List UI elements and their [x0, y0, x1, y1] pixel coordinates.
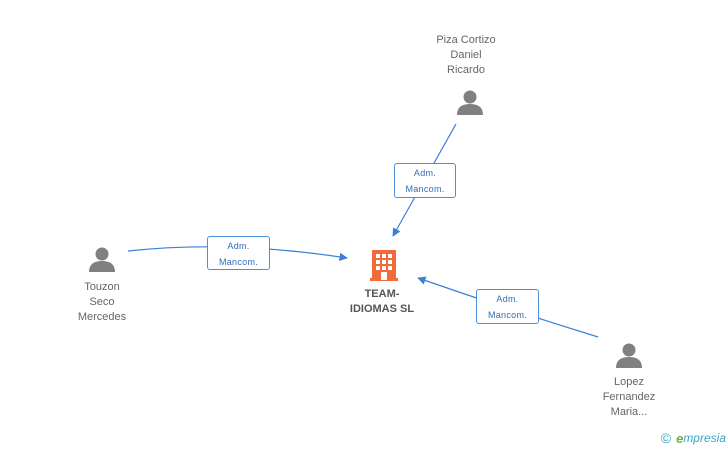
- person-icon[interactable]: [89, 247, 115, 273]
- copyright-icon: ©: [660, 430, 672, 446]
- role-badge-piza: Adm. Mancom.: [394, 163, 456, 198]
- company-name-line: TEAM-: [364, 288, 400, 300]
- person-name-line: Maria...: [610, 406, 648, 418]
- person-label-piza[interactable]: Piza Cortizo Daniel Ricardo: [406, 33, 526, 78]
- brand-logo-text: mpresia: [683, 431, 726, 445]
- person-icon[interactable]: [616, 343, 642, 369]
- person-name-line: Daniel: [450, 49, 482, 61]
- person-name-line: Piza Cortizo: [436, 34, 496, 46]
- person-name-line: Seco: [89, 296, 115, 308]
- role-line: Adm.: [496, 294, 519, 304]
- person-name-line: Fernandez: [602, 391, 656, 403]
- role-line: Adm.: [413, 168, 437, 178]
- building-icon[interactable]: [370, 250, 398, 281]
- role-line: Mancom.: [218, 257, 259, 267]
- person-name-line: Mercedes: [77, 311, 127, 323]
- company-name-line: IDIOMAS SL: [349, 303, 415, 315]
- role-line: Mancom.: [487, 310, 528, 320]
- company-label[interactable]: TEAM- IDIOMAS SL: [322, 287, 442, 317]
- person-name-line: Lopez: [614, 376, 644, 388]
- role-badge-lopez: Adm. Mancom.: [476, 289, 539, 324]
- person-label-touzon[interactable]: Touzon Seco Mercedes: [42, 280, 162, 325]
- person-icon[interactable]: [457, 90, 483, 116]
- person-name-line: Touzon: [84, 281, 120, 293]
- person-name-line: Ricardo: [447, 64, 485, 76]
- role-badge-touzon: Adm. Mancom.: [207, 236, 270, 270]
- person-label-lopez[interactable]: Lopez Fernandez Maria...: [569, 375, 689, 420]
- role-line: Mancom.: [405, 184, 445, 194]
- brand-logo-initial: e: [676, 430, 684, 446]
- role-line: Adm.: [227, 241, 250, 251]
